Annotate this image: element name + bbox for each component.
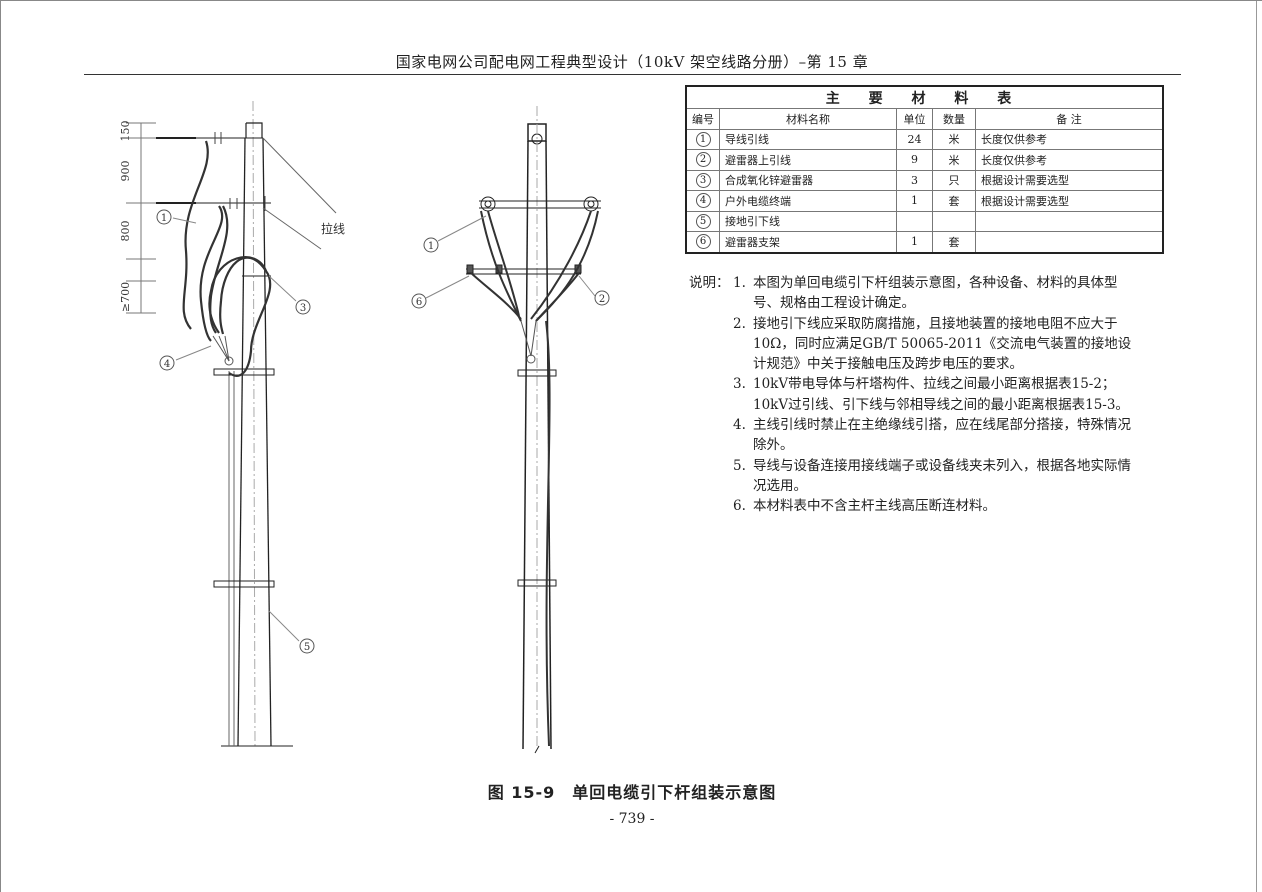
materials-table: 主 要 材 料 表 编号 材料名称 单位 数量 备 注 1 导线引线 24 米 … bbox=[685, 85, 1164, 254]
dim-800: 800 bbox=[119, 221, 132, 242]
note-item: 2. 接地引下线应采取防腐措施，且接地装置的接地电阻不应大于10Ω，同时应满足GB… bbox=[689, 314, 1139, 375]
note-item: 4. 主线引线时禁止在主绝缘线引搭，应在线尾部分搭接，特殊情况除外。 bbox=[689, 415, 1139, 456]
notes: 说明：1. 本图为单回电缆引下杆组装示意图，各种设备、材料的具体型号、规格由工程设… bbox=[689, 273, 1139, 517]
callout: 1 bbox=[428, 241, 434, 252]
material-note: 根据设计需要选型 bbox=[975, 169, 1164, 191]
dimension-labels: 150 900 800 ≥700 bbox=[119, 121, 132, 313]
circled-number: 1 bbox=[695, 131, 711, 147]
note-number: 6. bbox=[733, 498, 746, 515]
material-unit: 24 bbox=[896, 128, 933, 150]
material-note: 根据设计需要选型 bbox=[975, 190, 1164, 212]
row-number: 4 bbox=[685, 190, 720, 212]
page-number: - 739 - bbox=[609, 811, 655, 827]
material-qty: 套 bbox=[932, 190, 976, 212]
page-border bbox=[1256, 1, 1257, 892]
notes-label bbox=[689, 456, 733, 497]
material-name: 户外电缆终端 bbox=[719, 190, 897, 212]
table-header-row: 编号 材料名称 单位 数量 备 注 bbox=[685, 108, 1164, 130]
dim-900: 900 bbox=[119, 161, 132, 182]
right-pole-side-view bbox=[425, 106, 601, 754]
right-callouts: 1 6 2 bbox=[411, 237, 610, 309]
note-text: 主线引线时禁止在主绝缘线引搭，应在线尾部分搭接，特殊情况除外。 bbox=[753, 417, 1131, 454]
circled-number: 2 bbox=[695, 152, 711, 168]
callout: 4 bbox=[164, 359, 170, 370]
material-unit: 1 bbox=[896, 231, 933, 253]
note-number: 5. bbox=[733, 457, 746, 474]
material-note: 长度仅供参考 bbox=[975, 128, 1164, 150]
callout: 1 bbox=[161, 213, 167, 224]
running-header: 国家电网公司配电网工程典型设计（10kV 架空线路分册）–第 15 章 bbox=[395, 53, 869, 71]
note-text: 本材料表中不含主杆主线高压断连材料。 bbox=[753, 498, 996, 515]
material-name: 合成氧化锌避雷器 bbox=[719, 169, 897, 191]
col-unit: 单位 bbox=[896, 108, 933, 130]
material-note: 长度仅供参考 bbox=[975, 149, 1164, 171]
dimension-line bbox=[126, 122, 156, 314]
notes-label bbox=[689, 314, 733, 375]
circled-number: 3 bbox=[695, 172, 711, 188]
note-item: 6. 本材料表中不含主杆主线高压断连材料。 bbox=[689, 496, 1139, 516]
note-number: 2. bbox=[733, 315, 746, 332]
notes-label bbox=[689, 374, 733, 415]
callout: 3 bbox=[300, 303, 306, 314]
col-qty: 数量 bbox=[932, 108, 976, 130]
table-row: 3 合成氧化锌避雷器 3 只 根据设计需要选型 bbox=[685, 169, 1164, 191]
left-callouts: 1 3 4 5 bbox=[156, 209, 315, 654]
col-note: 备 注 bbox=[975, 108, 1164, 130]
note-text: 导线与设备连接用接线端子或设备线夹未列入，根据各地实际情况选用。 bbox=[753, 457, 1131, 494]
notes-label bbox=[689, 415, 733, 456]
figure-caption: 图 15-9 单回电缆引下杆组装示意图 bbox=[487, 783, 777, 802]
note-text: 10kV带电导体与杆塔构件、拉线之间最小距离根据表15-2；10kV过引线、引下… bbox=[753, 376, 1129, 413]
circled-number: 4 bbox=[695, 193, 711, 209]
note-number: 4. bbox=[733, 417, 746, 434]
note-text: 本图为单回电缆引下杆组装示意图，各种设备、材料的具体型号、规格由工程设计确定。 bbox=[753, 275, 1118, 312]
note-item: 说明：1. 本图为单回电缆引下杆组装示意图，各种设备、材料的具体型号、规格由工程设… bbox=[689, 273, 1139, 314]
material-unit: 1 bbox=[896, 190, 933, 212]
header-rule bbox=[84, 74, 1181, 75]
material-unit: 3 bbox=[896, 169, 933, 191]
table-row: 4 户外电缆终端 1 套 根据设计需要选型 bbox=[685, 190, 1164, 212]
guy-wire-label: 拉线 bbox=[321, 221, 345, 236]
table-row: 5 接地引下线 bbox=[685, 210, 1164, 232]
material-qty: 只 bbox=[932, 169, 976, 191]
row-number: 5 bbox=[685, 210, 720, 232]
callout: 2 bbox=[599, 294, 605, 305]
table-title: 主 要 材 料 表 bbox=[685, 85, 1164, 109]
material-name: 接地引下线 bbox=[719, 210, 897, 232]
material-qty: 米 bbox=[932, 149, 976, 171]
material-name: 避雷器支架 bbox=[719, 231, 897, 253]
row-number: 3 bbox=[685, 169, 720, 191]
dim-700: ≥700 bbox=[119, 282, 132, 312]
material-unit: 9 bbox=[896, 149, 933, 171]
row-number: 1 bbox=[685, 128, 720, 150]
note-text: 接地引下线应采取防腐措施，且接地装置的接地电阻不应大于10Ω，同时应满足GB/T… bbox=[753, 315, 1132, 373]
left-pole-elevation bbox=[126, 100, 337, 747]
table-row: 6 避雷器支架 1 套 bbox=[685, 231, 1164, 253]
col-name: 材料名称 bbox=[719, 108, 897, 130]
row-number: 6 bbox=[685, 231, 720, 253]
circled-number: 5 bbox=[695, 213, 711, 229]
material-note bbox=[975, 210, 1164, 232]
table-row: 1 导线引线 24 米 长度仅供参考 bbox=[685, 128, 1164, 150]
material-qty: 米 bbox=[932, 128, 976, 150]
material-qty bbox=[932, 210, 976, 232]
note-number: 3. bbox=[733, 376, 746, 393]
note-item: 5. 导线与设备连接用接线端子或设备线夹未列入，根据各地实际情况选用。 bbox=[689, 456, 1139, 497]
circled-number: 6 bbox=[695, 234, 711, 250]
note-item: 3. 10kV带电导体与杆塔构件、拉线之间最小距离根据表15-2；10kV过引线、… bbox=[689, 374, 1139, 415]
dim-150: 150 bbox=[119, 121, 132, 142]
material-name: 导线引线 bbox=[719, 128, 897, 150]
notes-label: 说明： bbox=[689, 275, 730, 291]
callout: 5 bbox=[304, 642, 310, 653]
table-row: 2 避雷器上引线 9 米 长度仅供参考 bbox=[685, 149, 1164, 171]
row-number: 2 bbox=[685, 149, 720, 171]
notes-label bbox=[689, 496, 733, 516]
note-number: 1. bbox=[733, 275, 746, 291]
material-note bbox=[975, 231, 1164, 253]
col-no: 编号 bbox=[685, 108, 720, 130]
material-name: 避雷器上引线 bbox=[719, 149, 897, 171]
callout: 6 bbox=[416, 297, 422, 308]
material-qty: 套 bbox=[932, 231, 976, 253]
material-unit bbox=[896, 210, 933, 232]
